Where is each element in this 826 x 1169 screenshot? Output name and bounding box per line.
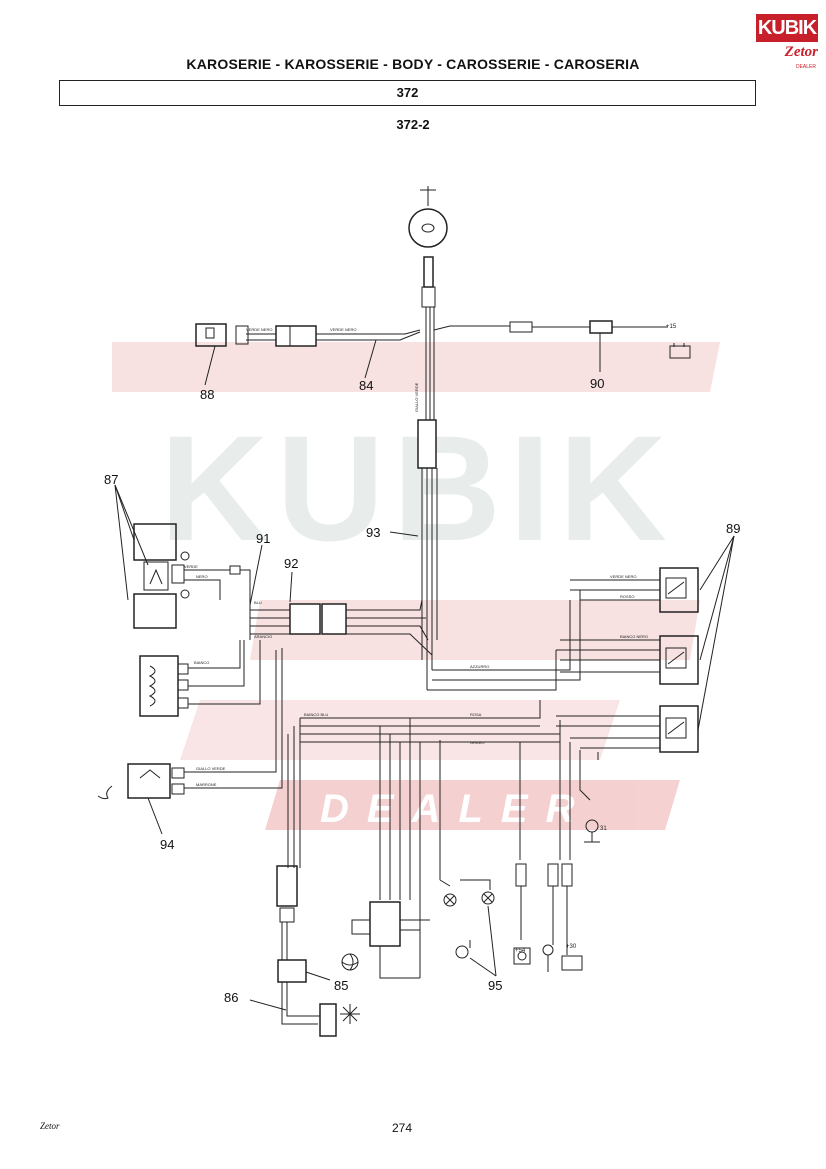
switch-88 xyxy=(195,323,227,347)
wire-label: BIANCO xyxy=(194,660,209,665)
terminal-15 xyxy=(547,863,559,887)
connector-84 xyxy=(275,325,317,347)
speaker-87b xyxy=(133,593,177,629)
terminal-label-30: +30 xyxy=(566,944,577,950)
interior-lamp xyxy=(408,186,448,308)
bundle-right xyxy=(300,590,581,743)
watermark: KUBIK DEALER xyxy=(112,342,720,831)
callout-84: 84 xyxy=(359,378,373,393)
branch-90 xyxy=(433,325,510,331)
watermark-kubik-text: KUBIK xyxy=(160,404,675,572)
callout-87: 87 xyxy=(104,472,118,487)
lamp-95c xyxy=(455,945,469,959)
fuse-90 xyxy=(589,320,613,334)
radio-87 xyxy=(143,561,169,591)
logo-dealer-text: DEALER xyxy=(795,64,816,70)
wire-label: NERO xyxy=(196,574,208,579)
lamp-wires-95 xyxy=(439,879,491,948)
callout-91: 91 xyxy=(256,531,270,546)
connector-92b xyxy=(321,603,347,635)
wire-label: ARANCIO xyxy=(254,634,272,639)
callout-85: 85 xyxy=(334,978,348,993)
wire-label: GIALLO VERDE xyxy=(414,382,419,412)
wire-label: VERDE NERO xyxy=(330,327,356,332)
battery-icon xyxy=(561,955,583,971)
wire-label: GRIGIO xyxy=(470,740,484,745)
callout-88: 88 xyxy=(200,387,214,402)
wire-label-group: VERDE NERO VERDE NERO GIALLO VERDE VERDE… xyxy=(184,327,648,787)
section-number-box: 372 xyxy=(59,80,756,106)
wire-label: ROSSO xyxy=(620,594,634,599)
speaker-87a xyxy=(133,523,177,561)
switch-85 xyxy=(277,959,307,983)
switch-94 xyxy=(127,763,171,799)
callout-89: 89 xyxy=(726,521,740,536)
wire-label: VERDE NERO xyxy=(610,574,636,579)
callout-86: 86 xyxy=(224,990,238,1005)
wire-label: VERDE xyxy=(184,564,198,569)
trunk-lower xyxy=(421,468,438,690)
callout-93: 93 xyxy=(366,525,380,540)
callout-94: 94 xyxy=(160,837,174,852)
wire-label: ROSA xyxy=(470,712,482,717)
wire-label: MARRONE xyxy=(196,782,217,787)
terminal-label-15: +15 xyxy=(666,324,677,330)
bundle-91 xyxy=(240,569,290,640)
wire-label: GIALLO VERDE xyxy=(196,766,226,771)
wire-label: BIANCO BLU xyxy=(304,712,328,717)
figure-number: 372-2 xyxy=(396,117,430,132)
callout-95: 95 xyxy=(488,978,502,993)
key-icon xyxy=(542,944,554,956)
terminal-30 xyxy=(561,863,573,887)
callout-92: 92 xyxy=(284,556,298,571)
switch-86 xyxy=(319,1003,337,1037)
connector-85a xyxy=(276,865,298,907)
wire-label: BLU xyxy=(254,600,262,605)
page-number: 274 xyxy=(392,1121,413,1135)
lamp-95b xyxy=(481,891,495,905)
heater-coil xyxy=(139,655,179,717)
terminal-label-31: 31 xyxy=(600,826,607,832)
connector-92a xyxy=(289,603,321,635)
lamp-95a xyxy=(443,893,457,907)
terminal-58 xyxy=(515,863,527,887)
watermark-dealer-text: DEALER xyxy=(320,787,592,831)
footer-zetor-logo: Zetor xyxy=(40,1121,60,1131)
terminal-label-58: +54 xyxy=(515,948,526,954)
kubik-zetor-logo: KUBIK Zetor DEALER xyxy=(756,14,818,70)
callout-90: 90 xyxy=(590,376,604,391)
callout-numbers: 84 85 86 87 88 89 90 91 92 93 94 95 xyxy=(104,376,740,1005)
logo-zetor-text: Zetor xyxy=(784,44,818,60)
wire-label: VERDE NERO xyxy=(246,327,272,332)
terminal-labels: +54 +30 +15 31 xyxy=(515,324,677,954)
page-title: KAROSERIE - KAROSSERIE - BODY - CAROSSER… xyxy=(186,56,640,72)
central-connector xyxy=(417,419,437,469)
fan-icon xyxy=(341,953,359,971)
wire-label: BIANCO NERO xyxy=(620,634,648,639)
logo-kubik-text: KUBIK xyxy=(756,14,818,42)
snowflake-icon xyxy=(340,1004,360,1024)
fan-motor xyxy=(369,901,401,947)
trunk-upper xyxy=(425,307,435,420)
wire-label: AZZURRO xyxy=(470,664,489,669)
light-switch-symbol xyxy=(513,947,531,965)
